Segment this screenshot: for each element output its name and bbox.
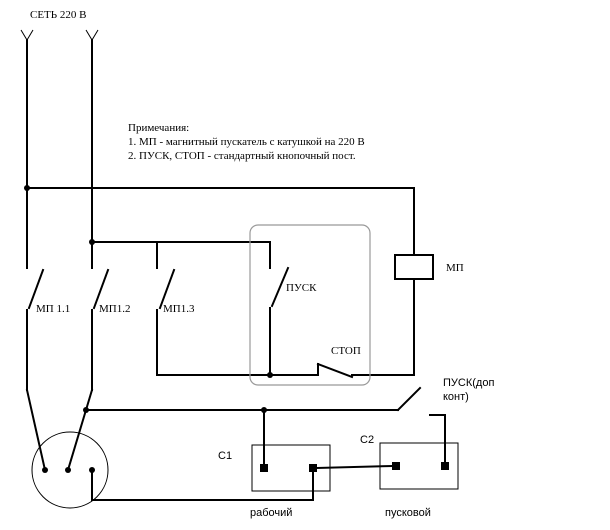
contactor-coil	[394, 254, 434, 280]
start-aux-label-line1: ПУСК(доп	[443, 377, 495, 389]
mp11-label: МП 1.1	[36, 303, 71, 315]
c2-terminal-1	[392, 462, 400, 470]
notes-line-1: 1. МП - магнитный пускатель с катушкой н…	[128, 136, 365, 148]
junction-dot	[267, 372, 273, 378]
button-station-frame	[249, 224, 371, 386]
mp13-label: МП1.3	[163, 303, 195, 315]
c1-c2-link-wire	[315, 464, 394, 470]
start-button-contact	[270, 266, 290, 308]
junction-dot	[89, 239, 95, 245]
start-aux-contact	[396, 386, 422, 412]
coil-label: МП	[446, 262, 464, 274]
c2-label: С2	[360, 434, 375, 446]
mp11-contact	[27, 268, 45, 310]
stop-button-contact	[316, 362, 354, 379]
start-aux-label-line2: конт)	[443, 391, 469, 403]
mp13-contact	[158, 268, 176, 310]
c2-caption: пусковой	[385, 507, 431, 519]
c1-caption: рабочий	[250, 507, 293, 519]
junction-dot	[24, 185, 30, 191]
stop-button-label: СТОП	[331, 345, 361, 357]
c2-terminal-2	[441, 462, 449, 470]
mp12-label: МП1.2	[99, 303, 131, 315]
motor-wire-1	[25, 388, 47, 472]
mains-label: СЕТЬ 220 В	[30, 9, 87, 21]
notes-line-2: 2. ПУСК, СТОП - стандартный кнопочный по…	[128, 150, 356, 162]
mains-terminal-left	[20, 29, 34, 269]
motor-wire-2	[66, 388, 94, 472]
motor-symbol	[31, 431, 109, 509]
mains-terminal-right	[85, 29, 99, 269]
mp12-contact	[92, 268, 110, 310]
notes-heading: Примечания:	[128, 122, 190, 134]
start-button-label: ПУСК	[286, 282, 317, 294]
c1-terminal-1	[260, 464, 268, 472]
c1-label: С1	[218, 450, 233, 462]
